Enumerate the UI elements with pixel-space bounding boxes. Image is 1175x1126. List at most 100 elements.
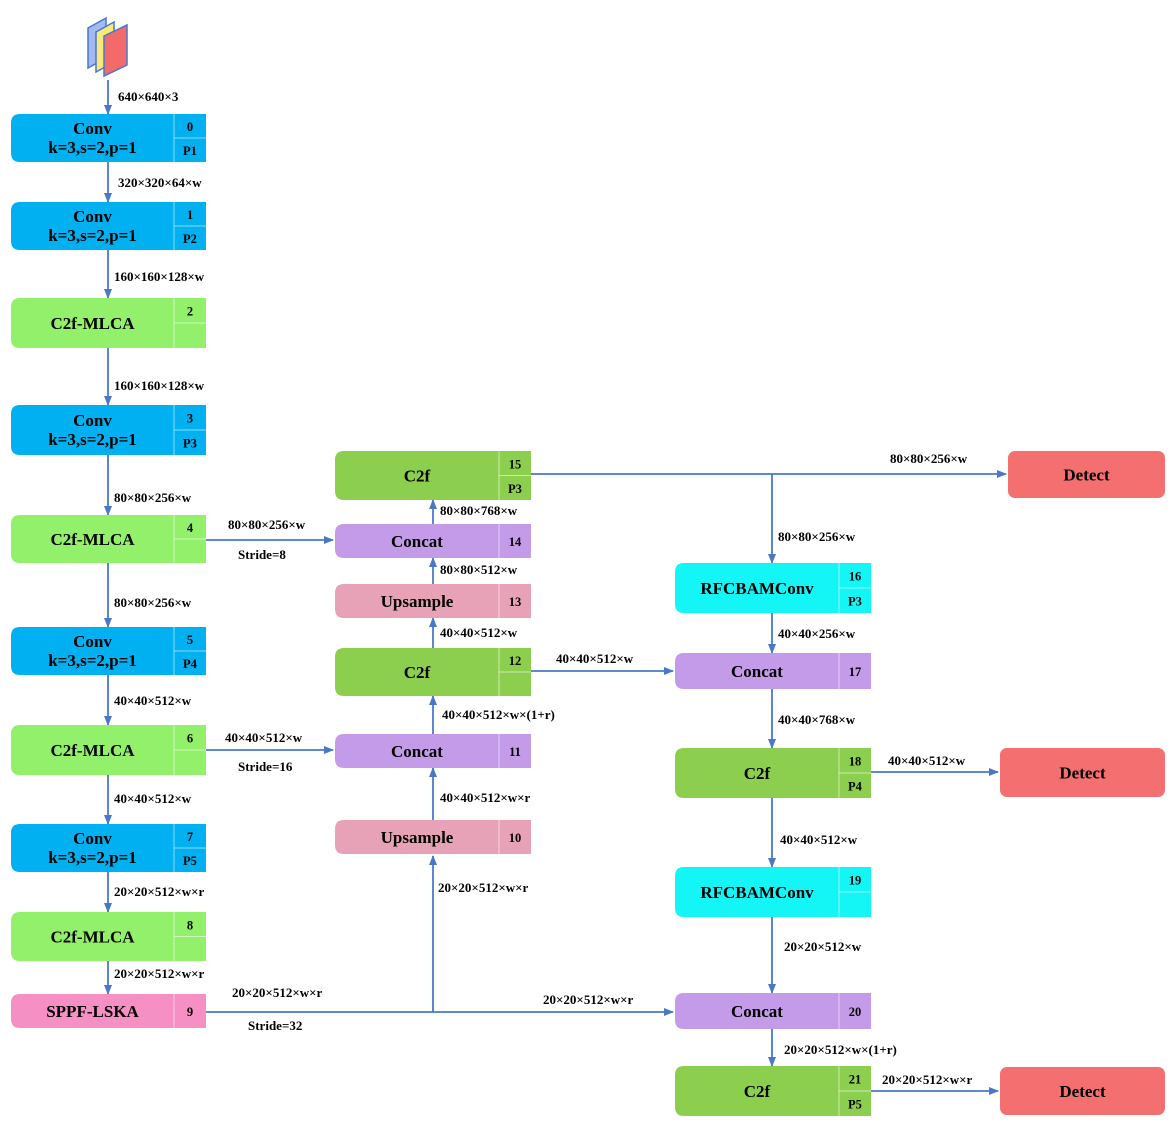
edge-label-e9-10: 20×20×512×w×r (438, 880, 529, 895)
block-index: 8 (187, 918, 193, 932)
edge-label-e18-d2: 40×40×512×w (888, 753, 966, 768)
block-title: Conv (73, 632, 112, 651)
block-body (675, 993, 871, 1029)
detect-box (1008, 451, 1165, 498)
block-level-tag: P2 (183, 232, 197, 246)
block-body (11, 114, 206, 162)
edge-label-e7-8: 20×20×512×w×r (114, 884, 205, 899)
block-title: Conv (73, 411, 112, 430)
block-title: SPPF-LSKA (46, 1002, 139, 1021)
block-title: C2f (404, 663, 431, 682)
block-level-tag: P1 (183, 144, 197, 158)
edge-label-e3-4: 80×80×256×w (114, 490, 192, 505)
block-body (675, 867, 871, 917)
edge-label-e5-6: 40×40×512×w (114, 693, 192, 708)
edge-label-e11-12: 40×40×512×w×(1+r) (442, 707, 555, 722)
edge-label-e15-d1: 80×80×256×w (890, 451, 968, 466)
block-body (11, 824, 206, 872)
block-body (335, 451, 531, 500)
block-body (11, 994, 206, 1028)
edge-label-e6-7: 40×40×512×w (114, 791, 192, 806)
block-title: Upsample (381, 592, 454, 611)
block-b13: Upsample 13 (335, 584, 531, 618)
block-params: k=3,s=2,p=1 (48, 138, 137, 157)
block-body (335, 584, 531, 618)
block-title: Conv (73, 829, 112, 848)
edge-label-e13-14: 80×80×512×w (440, 562, 518, 577)
edge-label-e14-15: 80×80×768×w (440, 503, 518, 518)
block-index: 15 (509, 457, 522, 471)
block-b9: SPPF-LSKA 9 (11, 994, 206, 1028)
block-body (11, 202, 206, 250)
detect-box (1000, 1067, 1165, 1115)
block-index: 6 (187, 732, 193, 746)
block-index: 1 (187, 208, 193, 222)
edge-label-e0-1: 320×320×64×w (118, 175, 202, 190)
edge-label-e16-17: 40×40×256×w (778, 626, 856, 641)
block-index: 2 (187, 305, 193, 319)
edge-label-e9-right: 20×20×512×w×r (232, 985, 323, 1000)
block-level-tag: P3 (508, 482, 522, 496)
block-body (11, 298, 206, 348)
block-title: Conv (73, 119, 112, 138)
block-body (335, 524, 531, 558)
edge-label-e4-5: 80×80×256×w (114, 595, 192, 610)
edge-label-e2-3: 160×160×128×w (114, 378, 205, 393)
block-index: 18 (849, 755, 862, 769)
block-title: RFCBAMConv (700, 579, 814, 598)
block-b12: C2f 12 (335, 648, 531, 696)
edge-label-stride8: Stride=8 (238, 547, 286, 562)
block-level-tag: P4 (848, 780, 863, 794)
block-d3: Detect (1000, 1067, 1165, 1115)
edge-label-stride32: Stride=32 (248, 1018, 302, 1033)
edge-label-e21-d3: 20×20×512×w×r (882, 1072, 973, 1087)
block-index: 7 (187, 830, 193, 844)
block-body (11, 725, 206, 775)
block-params: k=3,s=2,p=1 (48, 848, 137, 867)
block-params: k=3,s=2,p=1 (48, 226, 137, 245)
edge-label-e20-21: 20×20×512×w×(1+r) (784, 1042, 897, 1057)
block-index: 13 (509, 595, 522, 609)
connectors (104, 80, 1007, 1095)
block-body (335, 734, 531, 768)
block-body (335, 820, 531, 854)
block-index: 0 (187, 120, 193, 134)
detect-box (1000, 748, 1165, 797)
edge-label-e4-14: 80×80×256×w (228, 517, 306, 532)
edge-label-e9-20: 20×20×512×w×r (543, 992, 634, 1007)
block-level-tag: P5 (183, 854, 197, 868)
block-title: C2f-MLCA (50, 314, 135, 333)
edge-label-e10-11: 40×40×512×w×r (440, 790, 531, 805)
block-title: C2f-MLCA (50, 530, 135, 549)
block-body (335, 648, 531, 696)
block-body (11, 405, 206, 455)
block-index: 12 (509, 654, 522, 668)
block-body (675, 563, 871, 613)
block-title: Concat (731, 1002, 783, 1021)
edge-label-stride16: Stride=16 (238, 759, 293, 774)
block-index: 9 (187, 1005, 193, 1019)
detect-label: Detect (1063, 466, 1110, 485)
block-title: Concat (391, 742, 443, 761)
block-title: Concat (731, 662, 783, 681)
edge-label-e18-19: 40×40×512×w (780, 832, 858, 847)
block-title: Upsample (381, 828, 454, 847)
block-level-tag: P4 (183, 657, 198, 671)
block-title: C2f (744, 1082, 771, 1101)
block-index: 11 (509, 745, 521, 759)
detect-label: Detect (1059, 764, 1106, 783)
block-title: Conv (73, 207, 112, 226)
block-title: Concat (391, 532, 443, 551)
edge-label-in-to-0: 640×640×3 (118, 89, 179, 104)
